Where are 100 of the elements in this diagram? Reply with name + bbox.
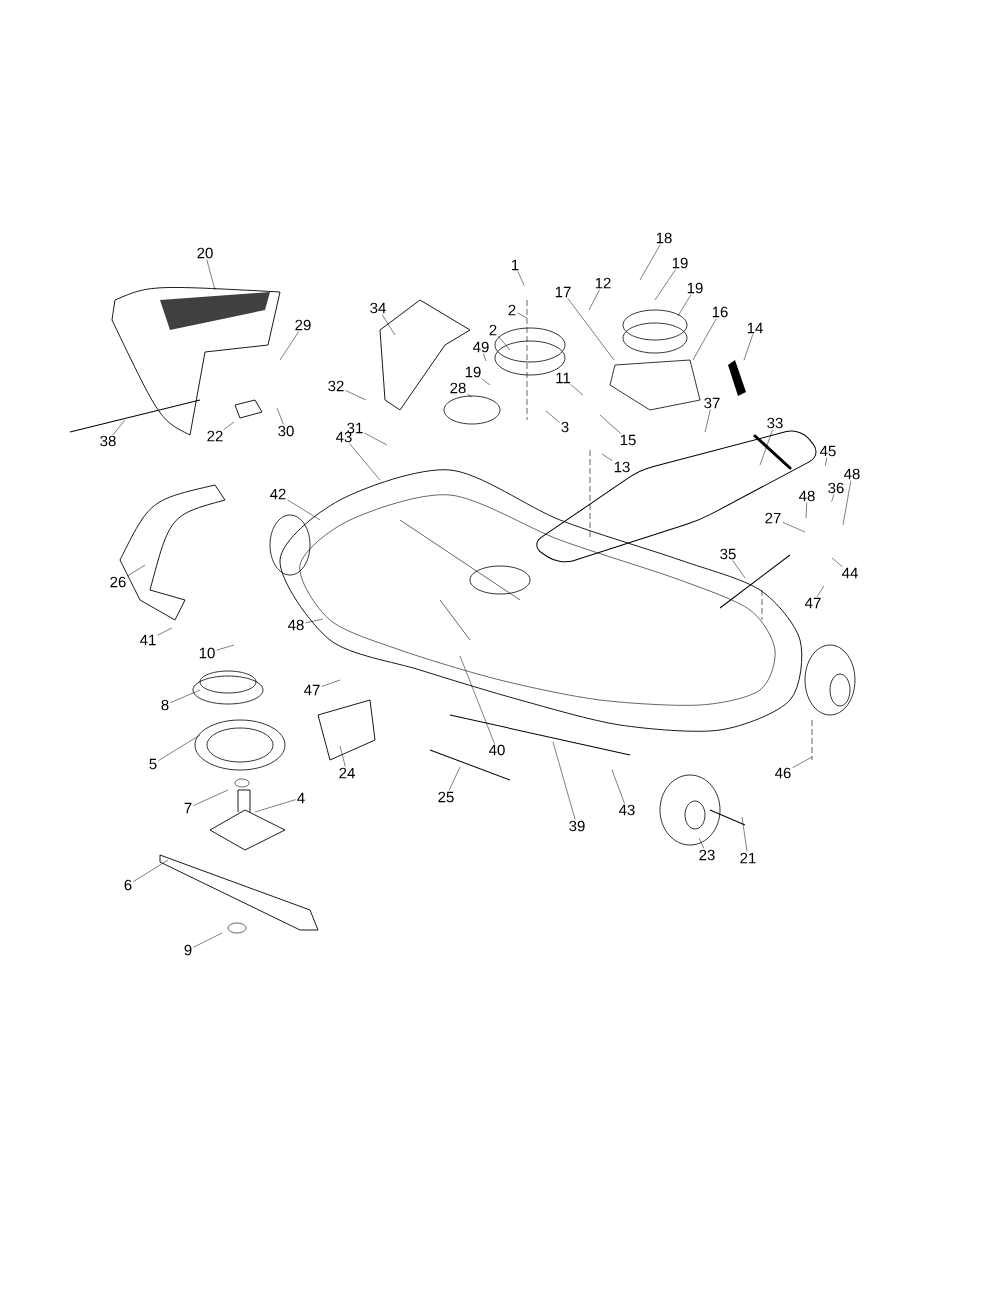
leader-line — [517, 271, 525, 286]
leader-line — [692, 318, 717, 361]
callout-number: 22 — [207, 430, 223, 442]
callout-number: 38 — [100, 435, 116, 447]
callout-number: 4 — [297, 792, 305, 804]
leader-line — [677, 294, 692, 317]
leader-line — [704, 409, 711, 433]
callout-number: 47 — [805, 597, 821, 609]
callout-number: 40 — [489, 744, 505, 756]
callout-number: 29 — [295, 319, 311, 331]
leader-line — [223, 421, 235, 430]
leader-line — [133, 859, 169, 882]
leader-line — [467, 393, 473, 398]
callout-number: 15 — [620, 434, 636, 446]
callout-number: 36 — [828, 482, 844, 494]
callout-number: 47 — [304, 684, 320, 696]
callout-number: 20 — [197, 247, 213, 259]
leader-line — [158, 734, 201, 761]
callout-number: 23 — [699, 849, 715, 861]
callout-number: 13 — [614, 461, 630, 473]
leader-line — [448, 766, 461, 791]
leader-line — [732, 560, 746, 579]
callout-number: 26 — [110, 576, 126, 588]
callout-number: 27 — [765, 512, 781, 524]
leader-line — [782, 521, 806, 533]
leader-line — [741, 816, 748, 852]
callout-number: 6 — [124, 879, 132, 891]
leader-line — [698, 837, 705, 849]
leader-line — [206, 259, 216, 291]
leader-line — [831, 494, 835, 502]
callout-number: 34 — [370, 302, 386, 314]
callout-number: 16 — [712, 306, 728, 318]
leader-line — [599, 414, 622, 434]
leader-line — [498, 336, 511, 351]
leader-line — [483, 353, 487, 362]
leader-line — [759, 429, 773, 466]
callout-number: 2 — [508, 304, 516, 316]
leader-line — [345, 390, 367, 401]
callout-number: 48 — [844, 468, 860, 480]
leader-line — [816, 585, 825, 597]
callout-number: 25 — [438, 791, 454, 803]
leader-line — [254, 799, 296, 813]
callout-number: 18 — [656, 232, 672, 244]
leader-line — [113, 419, 126, 435]
callout-number: 19 — [672, 257, 688, 269]
leader-line — [545, 410, 560, 423]
callout-number: 37 — [704, 397, 720, 409]
leader-line — [459, 655, 495, 744]
callout-number: 46 — [775, 767, 791, 779]
leader-line — [349, 443, 381, 481]
leader-line — [792, 756, 813, 768]
callout-number: 19 — [465, 366, 481, 378]
leader-line — [364, 432, 388, 446]
callout-number: 17 — [555, 286, 571, 298]
leader-line — [517, 312, 528, 319]
callout-number: 8 — [161, 699, 169, 711]
callout-number: 3 — [561, 421, 569, 433]
leader-line — [805, 502, 807, 519]
leader-line — [170, 689, 201, 703]
callout-number: 14 — [747, 322, 763, 334]
callout-number: 35 — [720, 548, 736, 560]
callout-number: 48 — [799, 490, 815, 502]
callout-number: 44 — [842, 567, 858, 579]
callout-number: 48 — [288, 619, 304, 631]
callout-number: 11 — [556, 372, 571, 384]
leader-line — [567, 298, 615, 361]
leader-line — [381, 314, 396, 336]
leader-line — [193, 789, 229, 806]
leader-line — [842, 480, 852, 526]
leader-line — [481, 378, 491, 386]
callout-number: 49 — [473, 341, 489, 353]
leader-line — [552, 741, 576, 820]
leader-line — [279, 331, 299, 361]
leader-line — [611, 769, 625, 804]
callout-number: 43 — [619, 804, 635, 816]
leader-line — [588, 289, 600, 311]
leader-line — [825, 457, 828, 466]
leader-line — [157, 627, 173, 636]
leader-line — [639, 244, 661, 281]
callout-number: 28 — [450, 382, 466, 394]
callout-number: 19 — [687, 282, 703, 294]
callout-number: 42 — [270, 488, 286, 500]
callout-number: 21 — [740, 852, 756, 864]
leader-line — [339, 745, 346, 767]
leader-line — [216, 644, 235, 651]
callout-number: 9 — [184, 944, 192, 956]
leader-line — [305, 618, 324, 624]
leader-line — [276, 407, 284, 425]
callout-number: 2 — [489, 324, 497, 336]
callout-number: 12 — [595, 277, 611, 289]
leader-line — [287, 499, 321, 521]
callout-number: 5 — [149, 758, 157, 770]
callout-number: 41 — [140, 634, 156, 646]
leader-line — [193, 932, 223, 948]
callout-number: 32 — [328, 380, 344, 392]
leader-line — [743, 334, 754, 361]
leader-line — [831, 557, 843, 567]
callout-number: 1 — [511, 259, 519, 271]
leader-line — [601, 453, 613, 462]
leader-line — [654, 269, 676, 301]
